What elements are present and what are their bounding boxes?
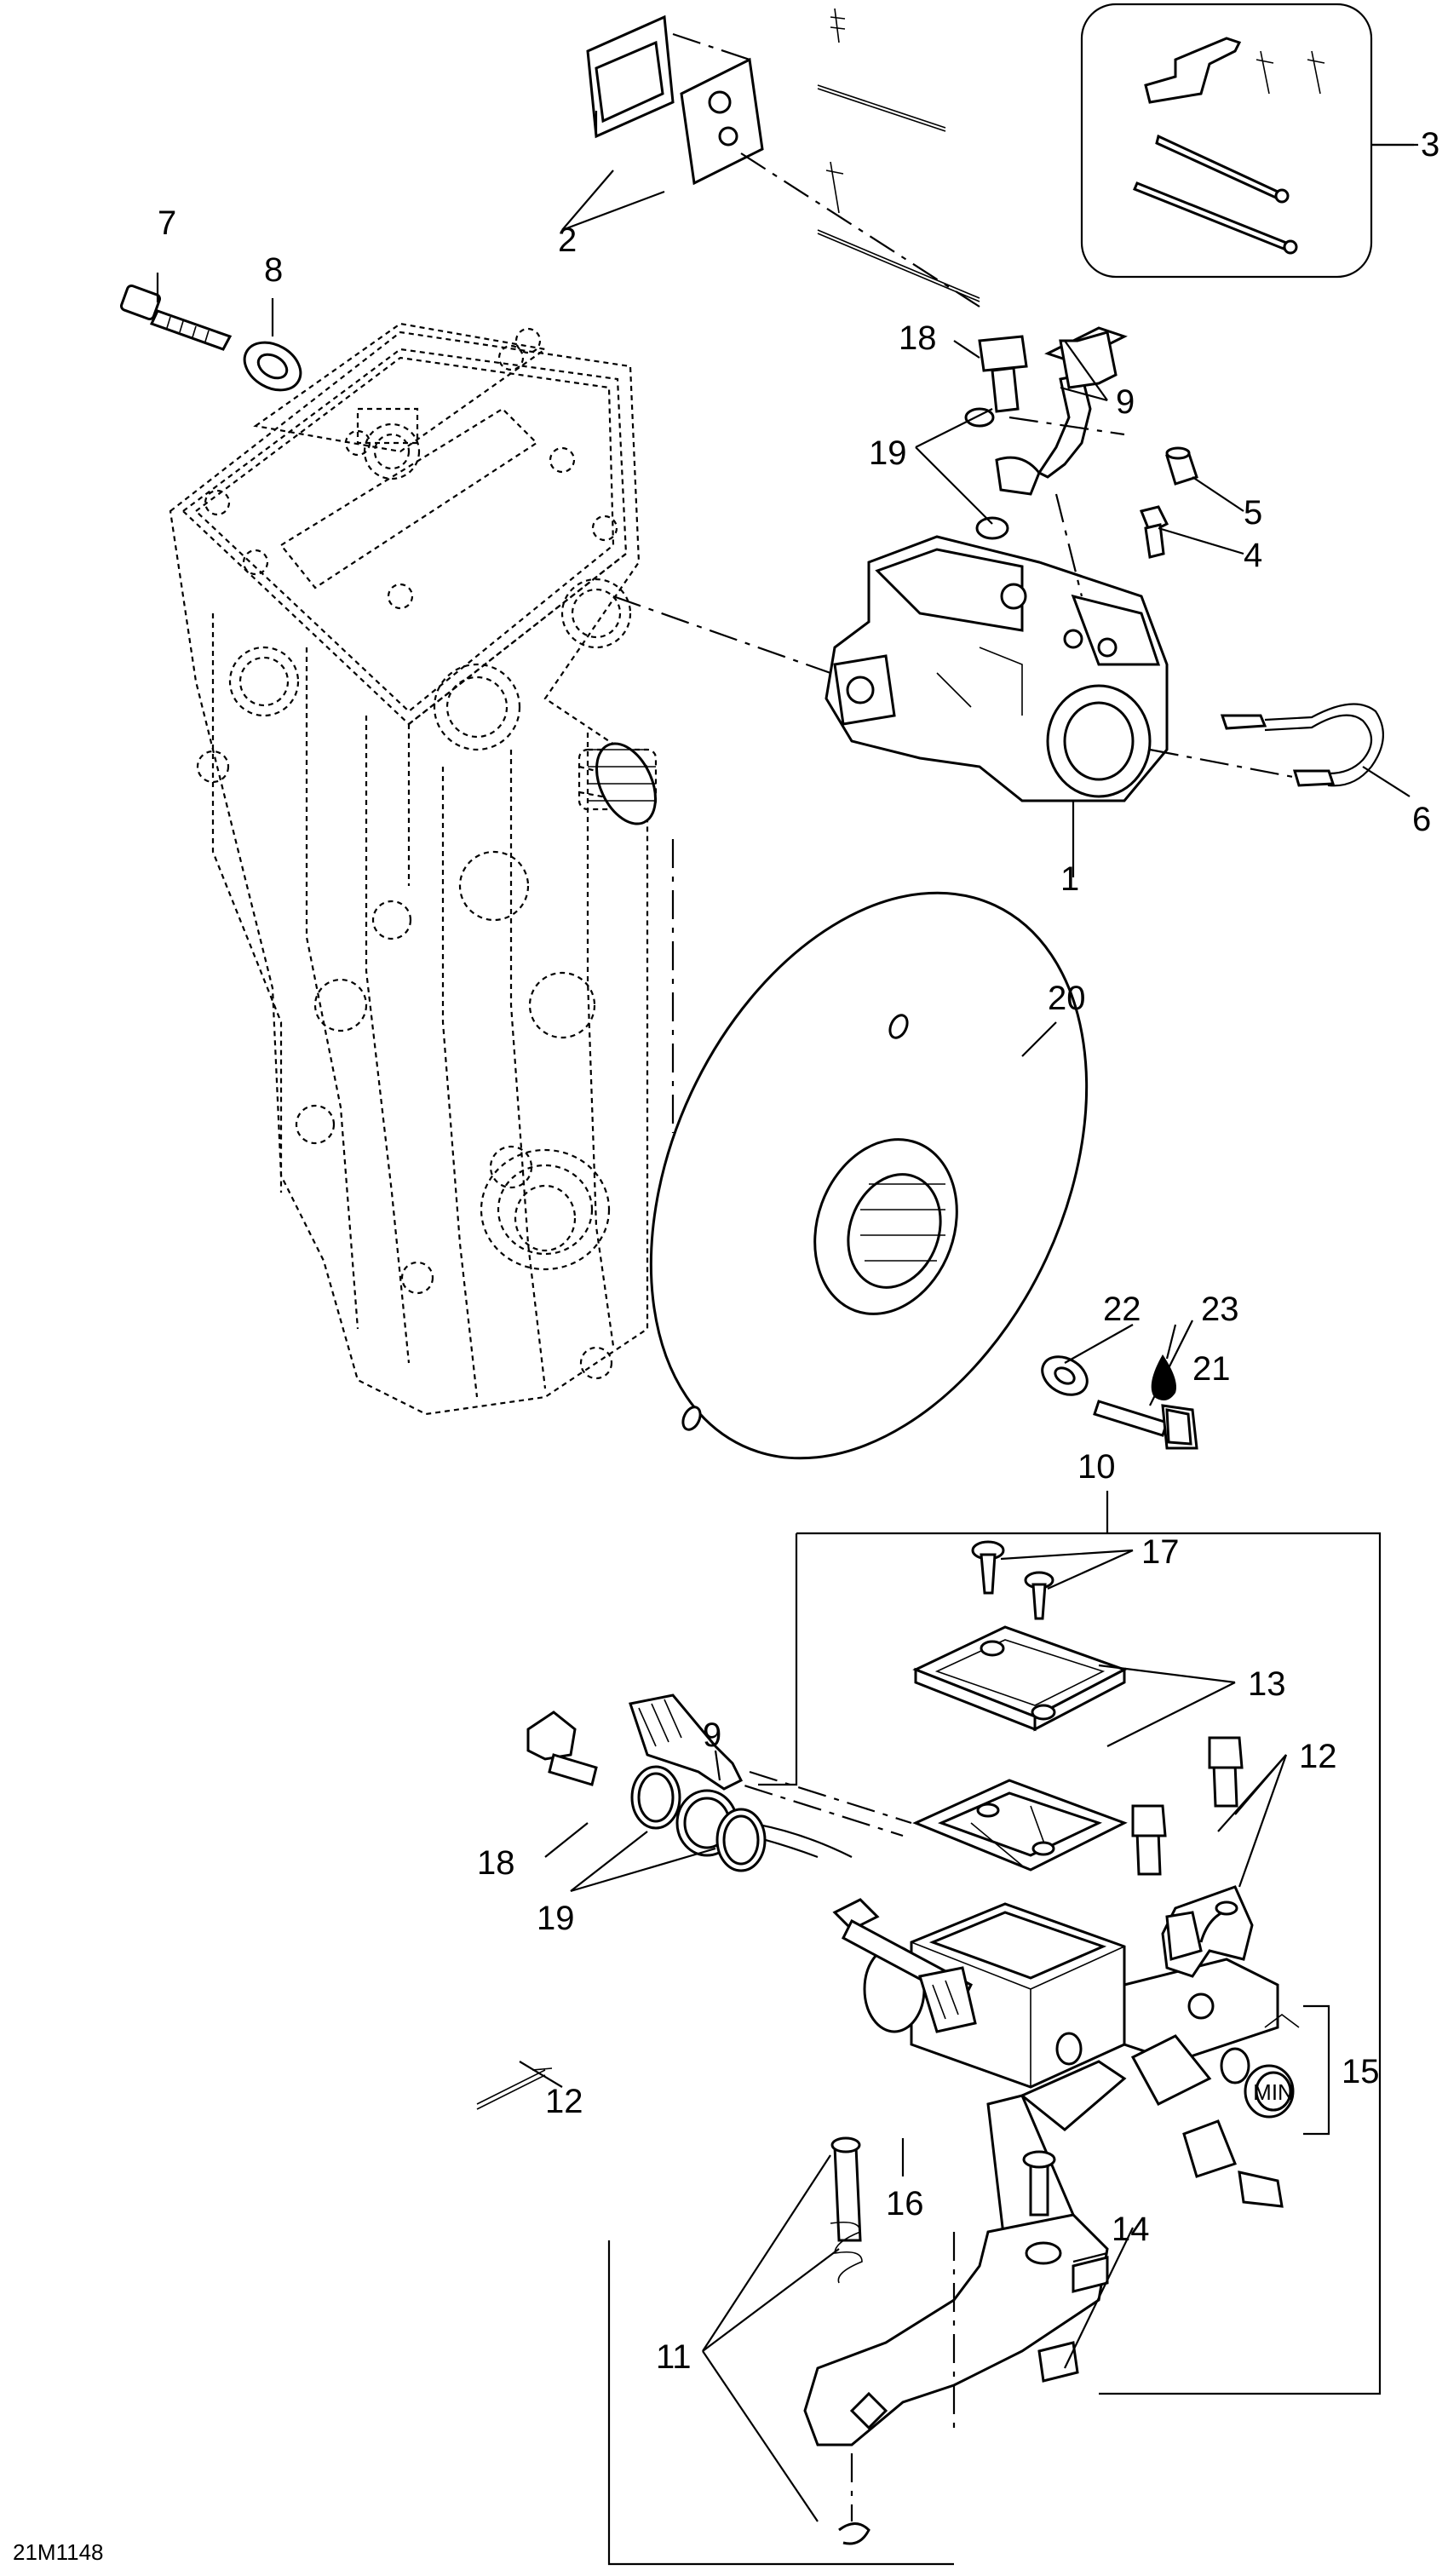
master-cylinder-frame [607,1491,1382,2566]
gearbox-output-shaft [588,742,657,825]
callout-14: 14 [1112,2211,1150,2248]
callout-5: 5 [1244,494,1262,532]
master-cylinder-body [863,1902,1279,2251]
master-cylinder-hose-fittings [526,1693,767,1872]
callout-1: 1 [1060,860,1079,898]
brake-line [1220,703,1384,787]
callout-18-master: 18 [477,1844,515,1882]
callout-10: 10 [1077,1448,1116,1486]
callout-12-clamp: 12 [1299,1738,1337,1775]
callout-17: 17 [1141,1533,1180,1571]
disc-fasteners [1041,1354,1198,1450]
callout-15: 15 [1342,2053,1380,2090]
brake-pads [586,14,980,308]
callout-2: 2 [558,221,577,259]
callout-12-clip: 12 [545,2083,583,2120]
gearbox-housing [169,322,658,1416]
caliper-hose-fittings [964,326,1128,597]
callout-13: 13 [1248,1665,1286,1703]
callout-9-master: 9 [703,1716,721,1754]
callout-8: 8 [264,251,283,289]
pin-kit-box [1080,3,1414,279]
callout-16: 16 [886,2185,924,2222]
callout-19-master: 19 [537,1900,575,1937]
brake-caliper [612,535,1330,802]
callout-23: 23 [1201,1291,1239,1328]
callout-3: 3 [1421,126,1439,164]
reservoir-sight-glass: MIN [1220,2004,1330,2136]
callout-11: 11 [656,2338,692,2376]
brake-cable [646,1753,1284,2208]
bolt-7 [119,273,302,392]
handlebar-clamp [1131,1736,1254,1978]
sight-glass-min-mark: MIN [1253,2079,1294,2105]
brake-disc [649,839,1089,1460]
callout-20: 20 [1048,980,1086,1017]
callout-19-caliper: 19 [869,434,907,472]
callout-6: 6 [1412,801,1431,838]
figure-code: 21M1148 [13,2539,104,2565]
callout-22: 22 [1103,1291,1141,1328]
bleeder-screw [1139,446,1198,559]
callout-leaders [519,143,1418,2522]
reservoir-cover-screws [971,1540,1054,1620]
callout-18-caliper: 18 [899,319,937,357]
callout-labels: 2 3 7 8 18 9 19 5 4 6 1 20 22 23 21 10 1… [13,126,1439,2565]
callout-21: 21 [1192,1350,1231,1388]
cotter-pin [476,2067,553,2110]
callout-9-caliper: 9 [1116,383,1135,421]
pad-pins [817,8,980,302]
callout-4: 4 [1244,537,1262,574]
reservoir-cover [912,1625,1128,1872]
callout-7: 7 [158,204,176,242]
brake-lever [803,2136,1109,2545]
